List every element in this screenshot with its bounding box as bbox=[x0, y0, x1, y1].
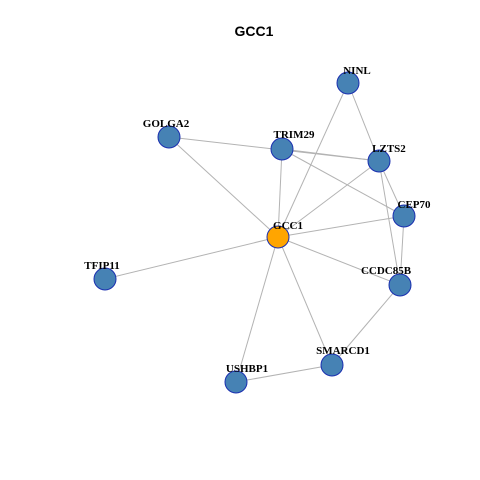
node-label-ccdc85b: CCDC85B bbox=[361, 265, 412, 277]
edge-trim29-cep70 bbox=[281, 148, 405, 217]
node-label-golga2: GOLGA2 bbox=[143, 118, 190, 130]
node-golga2[interactable] bbox=[157, 125, 181, 149]
edge-smarcd1-ushbp1 bbox=[235, 364, 333, 383]
edge-lzts2-ccdc85b bbox=[378, 160, 401, 286]
edge-gcc1-ccdc85b bbox=[277, 236, 401, 286]
node-trim29[interactable] bbox=[270, 137, 294, 161]
node-cep70[interactable] bbox=[392, 204, 416, 228]
node-ccdc85b[interactable] bbox=[388, 273, 412, 297]
edge-ninl-lzts2 bbox=[347, 82, 380, 162]
node-label-smarcd1: SMARCD1 bbox=[316, 345, 370, 357]
edge-gcc1-tfip11 bbox=[104, 236, 279, 280]
edge-ccdc85b-smarcd1 bbox=[331, 284, 401, 366]
node-label-ushbp1: USHBP1 bbox=[226, 363, 268, 375]
node-ninl[interactable] bbox=[336, 71, 360, 95]
node-label-ninl: NINL bbox=[343, 65, 371, 77]
node-lzts2[interactable] bbox=[367, 149, 391, 173]
node-tfip11[interactable] bbox=[93, 267, 117, 291]
node-label-cep70: CEP70 bbox=[398, 199, 432, 211]
edge-cep70-ccdc85b bbox=[399, 215, 405, 286]
node-label-tfip11: TFIP11 bbox=[84, 260, 119, 272]
edge-trim29-lzts2 bbox=[281, 148, 380, 162]
node-ushbp1[interactable] bbox=[224, 370, 248, 394]
edge-gcc1-cep70 bbox=[277, 215, 405, 238]
node-gcc1[interactable] bbox=[266, 225, 290, 249]
edge-gcc1-ushbp1 bbox=[235, 236, 279, 383]
node-label-trim29: TRIM29 bbox=[274, 129, 315, 141]
edge-gcc1-trim29 bbox=[277, 148, 283, 238]
edge-gcc1-ninl bbox=[277, 82, 349, 238]
node-label-lzts2: LZTS2 bbox=[372, 143, 406, 155]
node-label-gcc1: GCC1 bbox=[273, 220, 303, 232]
edge-gcc1-smarcd1 bbox=[277, 236, 333, 366]
node-layer bbox=[93, 71, 416, 394]
edge-gcc1-lzts2 bbox=[277, 160, 380, 238]
edge-gcc1-golga2 bbox=[168, 136, 279, 238]
node-smarcd1[interactable] bbox=[320, 353, 344, 377]
graph-title: GCC1 bbox=[235, 23, 274, 39]
